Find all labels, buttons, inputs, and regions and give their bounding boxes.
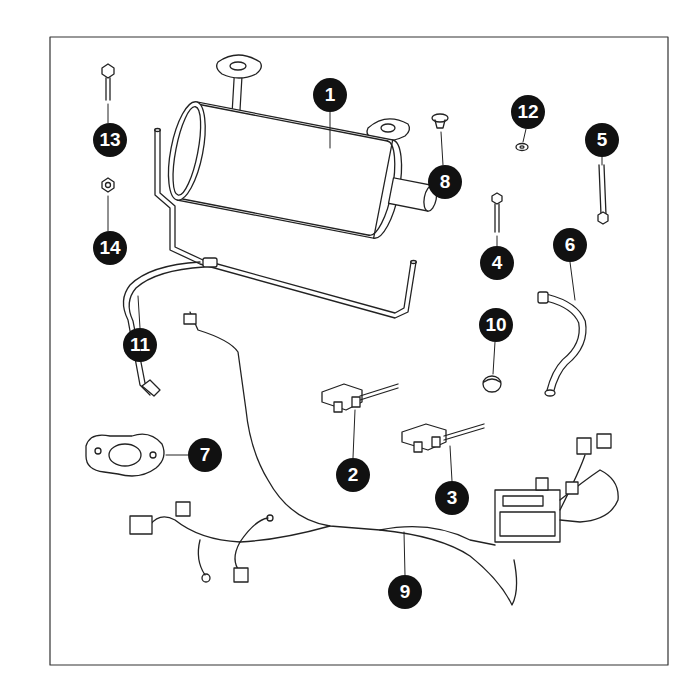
callout-number: 9: [388, 575, 422, 609]
callout-number: 6: [553, 228, 587, 262]
tube-assembly: [123, 129, 416, 397]
wire-harness: [130, 312, 618, 605]
muffler: [162, 55, 446, 248]
callout-number: 7: [188, 438, 222, 472]
brackets: [322, 384, 484, 452]
callout-number: 10: [479, 308, 513, 342]
callout-number: 11: [123, 328, 157, 362]
callout-number: 14: [93, 231, 127, 265]
callout-number: 2: [336, 458, 370, 492]
callout-number: 4: [480, 246, 514, 280]
callout-number: 8: [428, 165, 462, 199]
gasket: [86, 434, 164, 476]
callout-number: 5: [585, 123, 619, 157]
callout-number: 12: [511, 95, 545, 129]
callout-number: 1: [313, 78, 347, 112]
callout-number: 13: [93, 123, 127, 157]
hardware: [102, 64, 608, 396]
callout-number: 3: [435, 481, 469, 515]
leader-lines: [108, 104, 602, 575]
